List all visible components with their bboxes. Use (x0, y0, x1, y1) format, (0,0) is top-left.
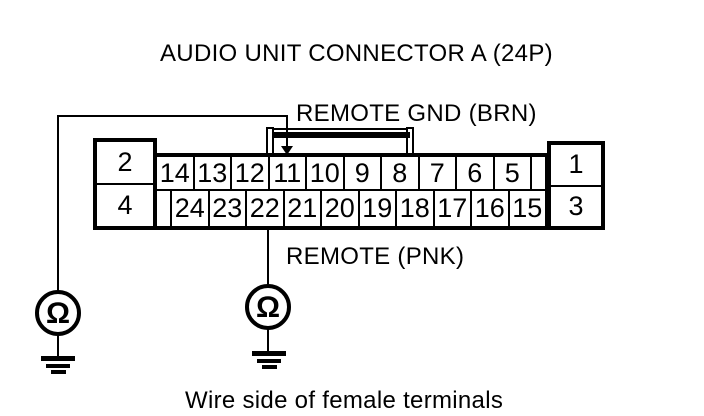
ground-symbol-left-bar (51, 370, 66, 374)
ground-symbol-middle-bar (257, 359, 281, 363)
ohmmeter-middle: Ω (245, 284, 291, 330)
remote-gnd-wire-label: REMOTE GND (BRN) (296, 100, 537, 127)
pin-cell-19: 19 (357, 189, 397, 226)
pin-cell-7: 7 (417, 153, 457, 191)
wire-arrowhead-icon (281, 146, 293, 155)
pin-cell-18: 18 (395, 189, 435, 226)
pin-cell-10: 10 (305, 153, 345, 191)
diagram-title: AUDIO UNIT CONNECTOR A (24P) (160, 40, 553, 67)
blank-cell (530, 153, 547, 191)
pin-cell-21: 21 (282, 189, 322, 226)
pin-cell-23: 23 (207, 189, 247, 226)
pin-cell-5: 5 (492, 153, 532, 191)
pin-cell-20: 20 (320, 189, 360, 226)
pin-cell-6: 6 (455, 153, 495, 191)
pin-cell-15: 15 (507, 189, 547, 226)
ground-stem-left (57, 334, 59, 357)
ohmmeter-left: Ω (35, 290, 81, 336)
wire-left-vertical (57, 115, 59, 292)
wire-to-pin-22 (267, 228, 269, 286)
ground-symbol-middle-bar (252, 351, 286, 356)
remote-wire-label: REMOTE (PNK) (286, 243, 465, 270)
pin-cell-3: 3 (568, 190, 584, 221)
wire-side-caption: Wire side of female terminals (185, 387, 504, 414)
pin-cell-13: 13 (192, 153, 232, 191)
pin-cell-1: 1 (551, 145, 601, 187)
pin-cell-16: 16 (470, 189, 510, 226)
ground-symbol-left-bar (41, 356, 75, 361)
ground-symbol-left-bar (46, 364, 70, 368)
pin-cell-17: 17 (432, 189, 472, 226)
pin-cell-11: 11 (267, 153, 307, 191)
pin-cell-4: 4 (117, 190, 133, 220)
pin-cell-22: 22 (245, 189, 285, 226)
ground-stem-middle (267, 328, 269, 352)
latch-top-line (270, 128, 412, 130)
latch-bar (272, 132, 410, 138)
pin-cell-12: 12 (230, 153, 270, 191)
pin-cell-9: 9 (342, 153, 382, 191)
pin-cell-14: 14 (155, 153, 195, 191)
pin-cell-2: 2 (97, 142, 153, 185)
ohm-symbol-icon: Ω (45, 297, 71, 330)
ohm-symbol-icon: Ω (255, 291, 281, 324)
ground-symbol-middle-bar (262, 365, 277, 369)
pin-cell-8: 8 (380, 153, 420, 191)
pin-cell-24: 24 (170, 189, 210, 226)
wire-horizontal-run (57, 115, 288, 117)
